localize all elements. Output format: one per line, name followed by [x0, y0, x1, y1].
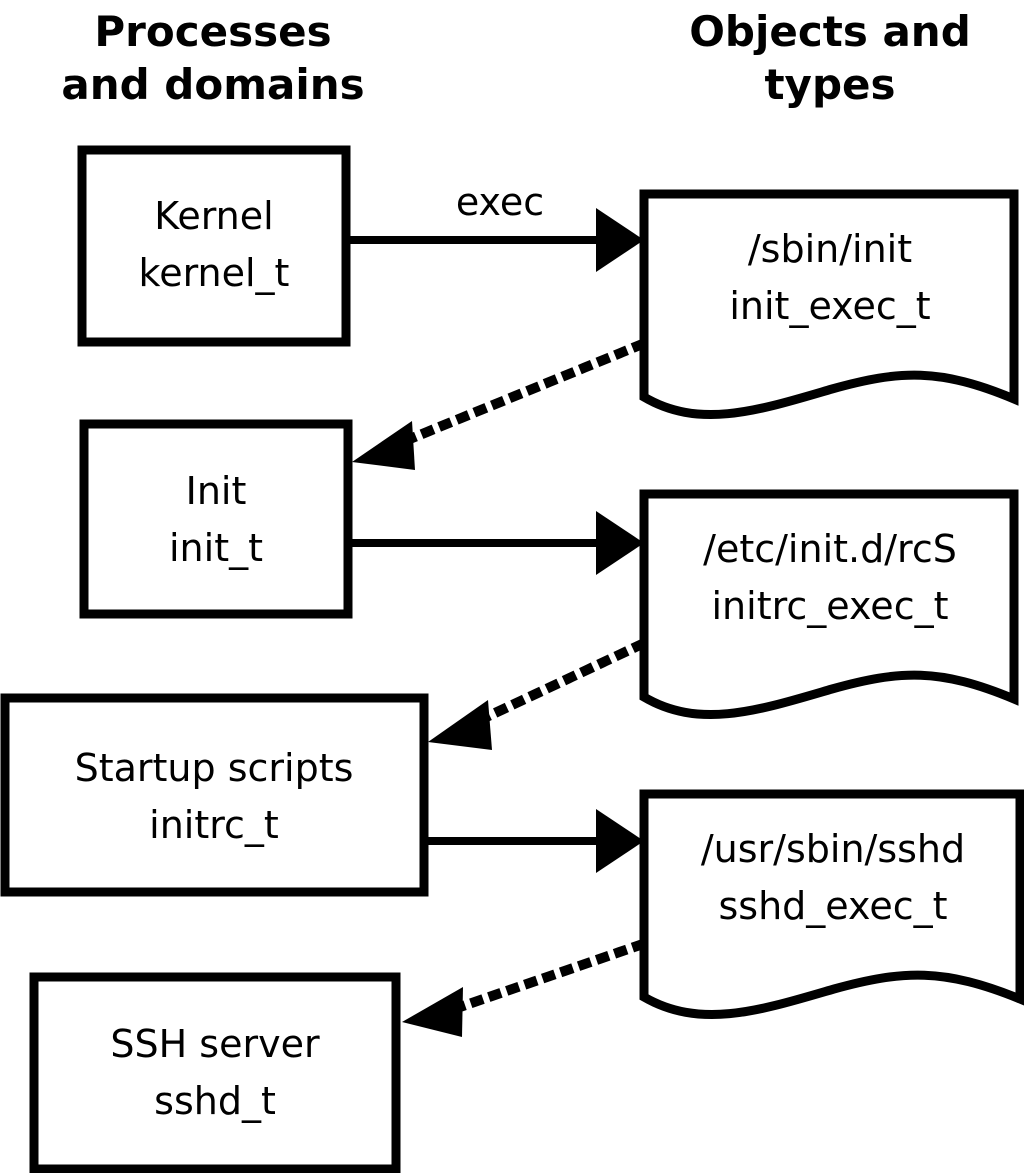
node-init-line1: Init: [186, 469, 247, 513]
node-ssh-server-line2: sshd_t: [154, 1079, 276, 1123]
node-init-box[interactable]: [79, 419, 353, 619]
node-init[interactable]: Init init_t: [79, 419, 353, 619]
node-etc-initd-rcs-document-shape[interactable]: [639, 489, 1019, 719]
edge-line-dotted: [453, 938, 647, 1014]
edge-kernel-exec-sbin-init: exec: [350, 180, 644, 272]
node-sbin-init-line1: /sbin/init: [748, 227, 912, 271]
node-ssh-server[interactable]: SSH server sshd_t: [29, 972, 401, 1173]
edge-init-exec-etc-initd-rcs: [352, 511, 644, 575]
node-usr-sbin-sshd-line1: /usr/sbin/sshd: [701, 827, 965, 871]
arrow-head-icon: [596, 511, 644, 575]
column-header-processes-line1: Processes: [94, 7, 331, 56]
arrow-head-icon: [402, 987, 463, 1037]
node-kernel-line2: kernel_t: [139, 251, 290, 295]
column-header-processes: Processes and domains: [61, 7, 364, 109]
node-sbin-init[interactable]: /sbin/init init_exec_t: [639, 189, 1019, 419]
node-kernel-box[interactable]: [77, 145, 351, 347]
arrow-head-icon: [596, 809, 644, 873]
node-sbin-init-document-shape[interactable]: [639, 189, 1019, 419]
node-kernel-line1: Kernel: [154, 194, 273, 238]
node-startup-scripts[interactable]: Startup scripts initrc_t: [0, 693, 429, 897]
column-header-objects-line2: types: [764, 60, 895, 109]
node-usr-sbin-sshd-document-shape[interactable]: [639, 789, 1024, 1019]
node-usr-sbin-sshd[interactable]: /usr/sbin/sshd sshd_exec_t: [639, 789, 1024, 1019]
node-startup-scripts-line1: Startup scripts: [75, 746, 354, 790]
edge-label-exec: exec: [456, 180, 544, 224]
node-startup-scripts-box[interactable]: [0, 693, 429, 897]
edge-usr-sbin-sshd-transition-ssh-server: [402, 938, 647, 1037]
node-etc-initd-rcs-line1: /etc/init.d/rcS: [703, 527, 957, 571]
arrow-head-icon: [596, 208, 644, 272]
edge-line-dotted: [471, 638, 647, 728]
node-ssh-server-box[interactable]: [29, 972, 401, 1173]
edge-etc-initd-rcs-transition-startup-scripts: [428, 638, 647, 750]
node-kernel[interactable]: Kernel kernel_t: [77, 145, 351, 347]
node-sbin-init-line2: init_exec_t: [729, 284, 930, 328]
edge-sbin-init-transition-init: [352, 338, 647, 470]
node-etc-initd-rcs[interactable]: /etc/init.d/rcS initrc_exec_t: [639, 489, 1019, 719]
edge-line-dotted: [393, 338, 647, 450]
node-startup-scripts-line2: initrc_t: [149, 803, 279, 847]
node-etc-initd-rcs-line2: initrc_exec_t: [712, 584, 949, 628]
node-ssh-server-line1: SSH server: [110, 1022, 320, 1066]
arrow-head-icon: [428, 700, 492, 750]
node-usr-sbin-sshd-line2: sshd_exec_t: [718, 884, 947, 928]
node-init-line2: init_t: [169, 526, 263, 570]
column-header-objects-line1: Objects and: [689, 7, 971, 56]
edge-startup-scripts-exec-usr-sbin-sshd: [428, 809, 644, 873]
arrow-head-icon: [352, 421, 415, 470]
column-header-processes-line2: and domains: [61, 60, 364, 109]
column-header-objects: Objects and types: [689, 7, 971, 109]
